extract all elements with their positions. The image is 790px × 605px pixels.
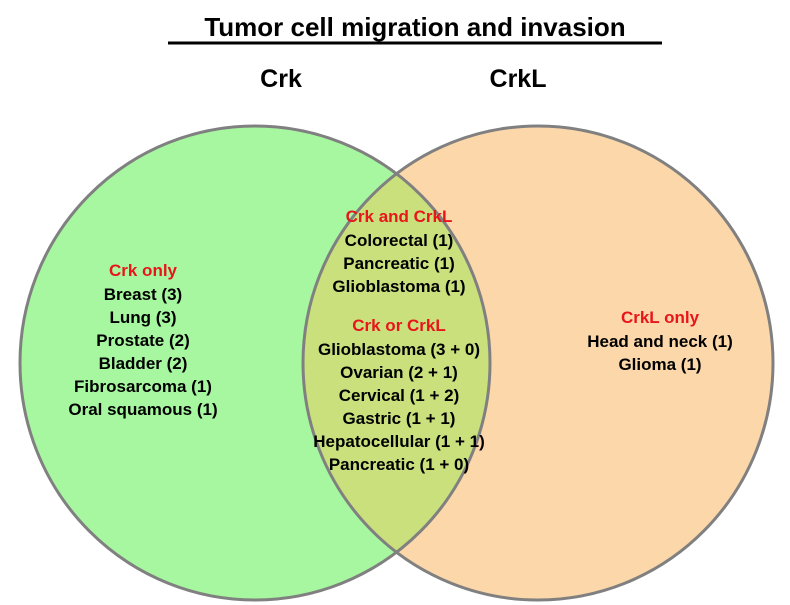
region-item-crk-and-crkl: Glioblastoma (1): [332, 277, 465, 296]
set-label-crk: Crk: [260, 65, 302, 93]
region-heading-crkl-only: CrkL only: [621, 308, 700, 327]
region-heading-crk-or-crkl: Crk or CrkL: [352, 316, 446, 335]
region-item-crk-only: Prostate (2): [96, 331, 190, 350]
diagram-title: Tumor cell migration and invasion: [204, 12, 625, 42]
region-item-crk-or-crkl: Cervical (1 + 2): [339, 386, 460, 405]
overlap-region: [303, 126, 490, 600]
set-label-crkl: CrkL: [490, 65, 547, 93]
region-item-crkl-only: Head and neck (1): [587, 332, 733, 351]
region-item-crk-only: Bladder (2): [99, 354, 188, 373]
region-item-crk-only: Oral squamous (1): [68, 400, 217, 419]
region-heading-crk-only: Crk only: [109, 261, 178, 280]
region-heading-crk-and-crkl: Crk and CrkL: [346, 207, 453, 226]
crkl-circle-outline: [301, 124, 775, 602]
region-item-crk-only: Lung (3): [109, 308, 176, 327]
region-item-crk-or-crkl: Gastric (1 + 1): [343, 409, 456, 428]
region-item-crk-or-crkl: Glioblastoma (3 + 0): [318, 340, 480, 359]
region-item-crk-or-crkl: Hepatocellular (1 + 1): [313, 432, 484, 451]
region-item-crk-only: Breast (3): [104, 285, 182, 304]
region-item-crk-or-crkl: Pancreatic (1 + 0): [329, 455, 469, 474]
region-item-crk-only: Fibrosarcoma (1): [74, 377, 212, 396]
region-item-crk-and-crkl: Colorectal (1): [345, 231, 454, 250]
region-item-crk-and-crkl: Pancreatic (1): [343, 254, 455, 273]
crk-circle-outline: [18, 124, 492, 602]
region-item-crk-or-crkl: Ovarian (2 + 1): [340, 363, 458, 382]
region-item-crkl-only: Glioma (1): [618, 355, 701, 374]
